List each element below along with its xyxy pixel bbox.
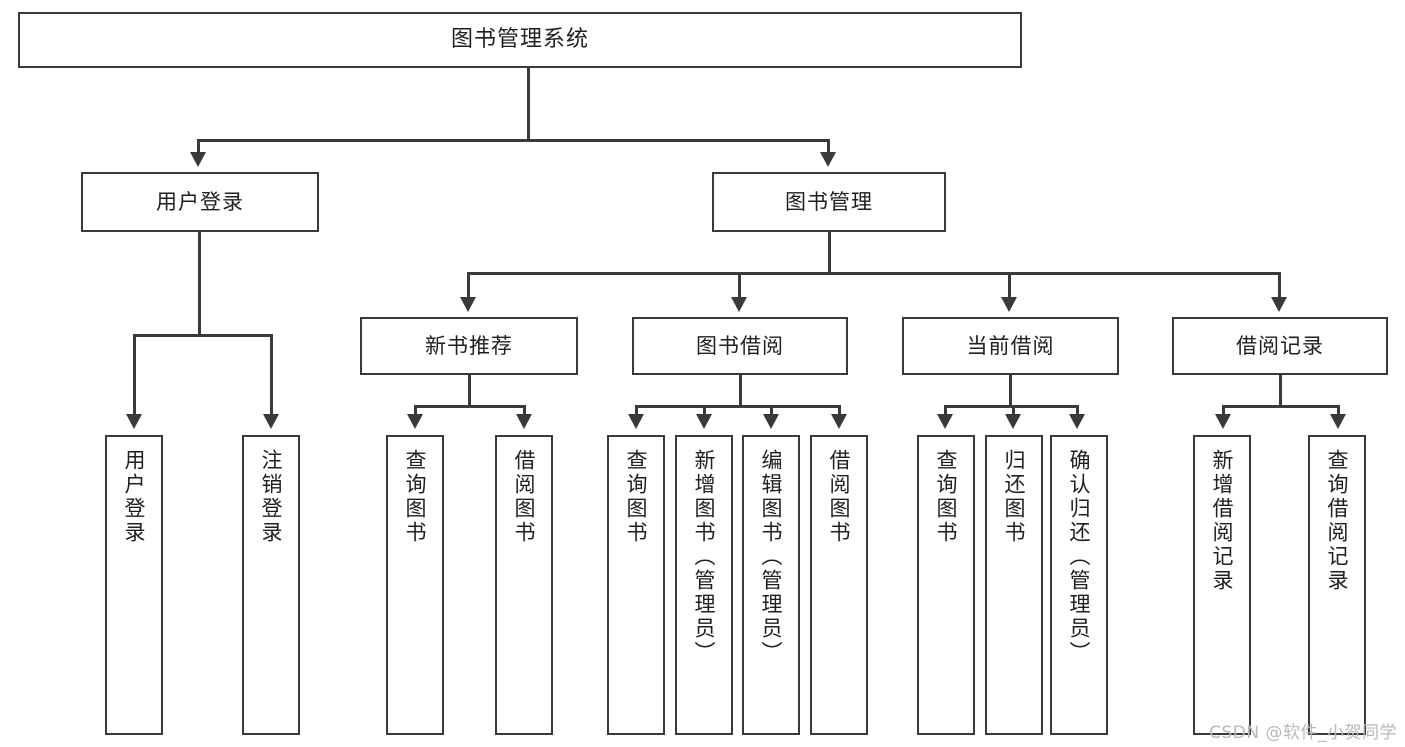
node-label: 图书管理: [785, 189, 873, 214]
leaf-borrow-edit-book-admin[interactable]: 编辑图书（管理员）: [742, 435, 800, 735]
leaf-record-add-record[interactable]: 新增借阅记录: [1193, 435, 1251, 735]
arrow-newbook-leaf1: [407, 414, 423, 429]
connector-root-stem: [527, 68, 530, 141]
connector-bookmgmt-to-current: [1008, 272, 1011, 300]
arrow-current-leaf3: [1069, 414, 1085, 429]
leaf-label: 编辑图书（管理员）: [759, 449, 784, 665]
node-label: 借阅记录: [1236, 333, 1324, 358]
arrow-record-leaf1: [1215, 414, 1231, 429]
leaf-label: 归还图书: [1002, 449, 1027, 545]
leaf-label: 查询借阅记录: [1325, 449, 1350, 593]
connector-bookmgmt-stem: [828, 232, 831, 274]
arrow-bookmgmt-to-current: [1001, 297, 1017, 312]
connector-userlogin-leaf1: [133, 334, 136, 416]
leaf-label: 查询图书: [624, 449, 649, 545]
node-label: 图书借阅: [696, 333, 784, 358]
arrow-userlogin-leaf2: [263, 414, 279, 429]
arrow-userlogin-leaf1: [126, 414, 142, 429]
leaf-label: 借阅图书: [827, 449, 852, 545]
connector-userlogin-bus: [133, 334, 273, 337]
connector-borrow-leaf1: [635, 405, 638, 417]
node-book-management[interactable]: 图书管理: [712, 172, 946, 232]
node-label: 图书管理系统: [450, 27, 589, 53]
arrow-bookmgmt-to-record: [1271, 297, 1287, 312]
node-root-system[interactable]: 图书管理系统: [18, 12, 1022, 68]
leaf-label: 查询图书: [934, 449, 959, 545]
connector-current-leaf2: [1012, 405, 1015, 417]
connector-bookmgmt-to-newbook: [467, 272, 470, 300]
leaf-borrow-add-book-admin[interactable]: 新增图书（管理员）: [675, 435, 733, 735]
connector-root-to-bookmgmt: [827, 139, 830, 155]
arrow-root-to-bookmgmt: [820, 152, 836, 167]
leaf-current-confirm-return-admin[interactable]: 确认归还（管理员）: [1050, 435, 1108, 735]
connector-borrow-bus: [635, 405, 840, 408]
leaf-logout[interactable]: 注销登录: [242, 435, 300, 735]
leaf-label: 用户登录: [122, 449, 147, 545]
connector-root-to-userlogin: [197, 139, 200, 155]
connector-userlogin-leaf2: [270, 334, 273, 416]
arrow-record-leaf2: [1330, 414, 1346, 429]
arrow-root-to-userlogin: [190, 152, 206, 167]
node-borrow-record[interactable]: 借阅记录: [1172, 317, 1388, 375]
node-book-borrow[interactable]: 图书借阅: [632, 317, 848, 375]
connector-userlogin-stem: [198, 232, 201, 336]
connector-newbook-stem: [468, 375, 471, 407]
node-label: 新书推荐: [425, 333, 513, 358]
connector-current-stem: [1009, 375, 1012, 407]
leaf-label: 新增图书（管理员）: [692, 449, 717, 665]
leaf-label: 注销登录: [259, 449, 284, 545]
connector-newbook-bus: [414, 405, 526, 408]
leaf-newbook-borrow-book[interactable]: 借阅图书: [495, 435, 553, 735]
node-new-book-recommend[interactable]: 新书推荐: [360, 317, 578, 375]
arrow-current-leaf1: [937, 414, 953, 429]
connector-borrow-leaf4: [838, 405, 841, 417]
leaf-label: 借阅图书: [512, 449, 537, 545]
leaf-label: 确认归还（管理员）: [1067, 449, 1092, 665]
connector-bookmgmt-bus: [467, 272, 1281, 275]
leaf-user-login[interactable]: 用户登录: [105, 435, 163, 735]
connector-borrow-leaf2: [703, 405, 706, 417]
connector-current-leaf3: [1076, 405, 1079, 417]
connector-borrow-stem: [739, 375, 742, 407]
connector-newbook-leaf1: [414, 405, 417, 417]
leaf-label: 查询图书: [403, 449, 428, 545]
connector-current-leaf1: [944, 405, 947, 417]
arrow-borrow-leaf1: [628, 414, 644, 429]
node-user-login[interactable]: 用户登录: [81, 172, 319, 232]
leaf-borrow-query-book[interactable]: 查询图书: [607, 435, 665, 735]
arrow-borrow-leaf4: [831, 414, 847, 429]
node-label: 用户登录: [156, 189, 244, 214]
arrow-newbook-leaf2: [516, 414, 532, 429]
leaf-borrow-borrow-book[interactable]: 借阅图书: [810, 435, 868, 735]
connector-borrow-leaf3: [770, 405, 773, 417]
arrow-bookmgmt-to-newbook: [460, 297, 476, 312]
arrow-bookmgmt-to-borrow: [731, 297, 747, 312]
leaf-record-query-record[interactable]: 查询借阅记录: [1308, 435, 1366, 735]
connector-newbook-leaf2: [523, 405, 526, 417]
connector-bookmgmt-to-borrow: [738, 272, 741, 300]
connector-record-bus: [1222, 405, 1340, 408]
leaf-current-return-book[interactable]: 归还图书: [985, 435, 1043, 735]
connector-record-stem: [1279, 375, 1282, 407]
connector-record-leaf1: [1222, 405, 1225, 417]
arrow-borrow-leaf2: [696, 414, 712, 429]
connector-bookmgmt-to-record: [1278, 272, 1281, 300]
leaf-label: 新增借阅记录: [1210, 449, 1235, 593]
arrow-current-leaf2: [1005, 414, 1021, 429]
connector-record-leaf2: [1337, 405, 1340, 417]
node-label: 当前借阅: [966, 333, 1055, 358]
connector-current-bus: [944, 405, 1078, 408]
connector-root-bus: [197, 139, 830, 142]
node-current-borrow[interactable]: 当前借阅: [902, 317, 1119, 375]
leaf-current-query-book[interactable]: 查询图书: [917, 435, 975, 735]
leaf-newbook-query-book[interactable]: 查询图书: [386, 435, 444, 735]
arrow-borrow-leaf3: [763, 414, 779, 429]
